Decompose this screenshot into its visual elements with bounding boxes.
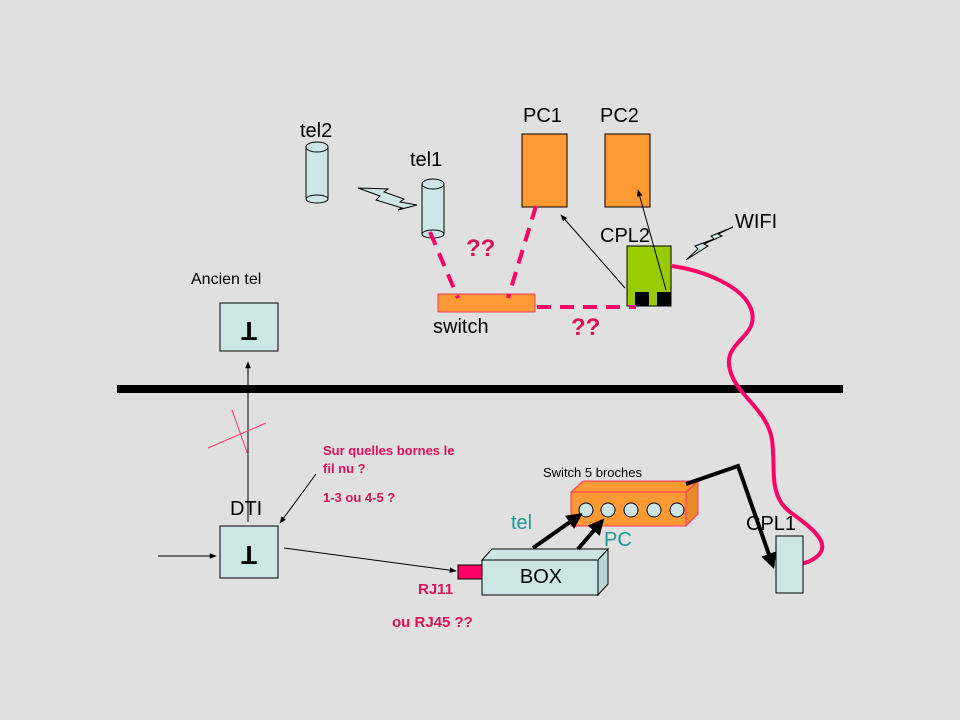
switch-question-marks: ?? [466,235,495,262]
switch5-port-3 [623,502,639,518]
upper-switch-label: switch [433,316,489,338]
wifi-lightning-icon [685,226,734,261]
ancien-tel-label: Ancien tel [191,271,261,288]
box-tel-to-switch-arrow [531,513,583,550]
powerline-cable [671,264,825,566]
rj11-connector [457,564,483,580]
dti-socket-glyph: T [241,540,257,570]
box-label: BOX [520,566,562,588]
tel1-label: tel1 [410,149,442,171]
tel1-handset-icon [421,178,445,239]
switch5-port-4 [646,502,662,518]
pc2-box [604,133,651,208]
switch5-port-1 [578,502,594,518]
dti-socket [219,525,279,579]
switch-to-cpl1-arrow [685,463,777,570]
cpl2-label: CPL2 [600,225,650,247]
cpl-question-marks: ?? [571,314,600,341]
question-line-2: fil nu ? [323,461,366,476]
port-tel-label: tel [511,512,532,534]
switch5-label: Switch 5 broches [543,465,642,480]
tel2-label: tel2 [300,120,332,142]
pc1-box [521,133,568,208]
switch5-port-5 [669,502,685,518]
upper-switch-box [437,293,536,313]
pc2-label: PC2 [600,105,639,127]
tel2-handset-icon [305,141,329,204]
ancien-tel-socket-glyph: T [241,316,257,346]
question-pointer-arrow [279,473,317,524]
question-line-1: Sur quelles bornes le [323,443,455,458]
switch-5-ports [569,479,700,528]
question-line-3: 1-3 ou 4-5 ? [323,490,395,505]
cpl1-label: CPL1 [746,513,796,535]
internet-box [480,547,610,597]
wifi-label: WIFI [735,211,777,233]
cut-line-cross-a [207,422,267,449]
tel1-switch-dashed-link [428,231,460,299]
box-pc-to-switch-arrow [576,518,605,551]
rj45-label: ou RJ45 ?? [392,614,473,631]
switch5-port-2 [600,502,616,518]
cut-line-cross-b [231,409,249,456]
pc1-label: PC1 [523,105,562,127]
cpl2-to-pc2-arrow [637,189,667,291]
dti-to-box-arrow [283,547,457,573]
cpl1-adapter [775,535,804,594]
dti-label: DTI [230,498,262,520]
cpl2-adapter [626,245,672,307]
pc1-switch-dashed-link [506,205,538,299]
cpl2-to-pc1-arrow [560,214,626,289]
rj11-label: RJ11 [418,581,453,598]
ancien-tel-socket [219,302,279,352]
dect-lightning-icon [357,187,418,211]
port-pc-label: PC [604,529,632,551]
